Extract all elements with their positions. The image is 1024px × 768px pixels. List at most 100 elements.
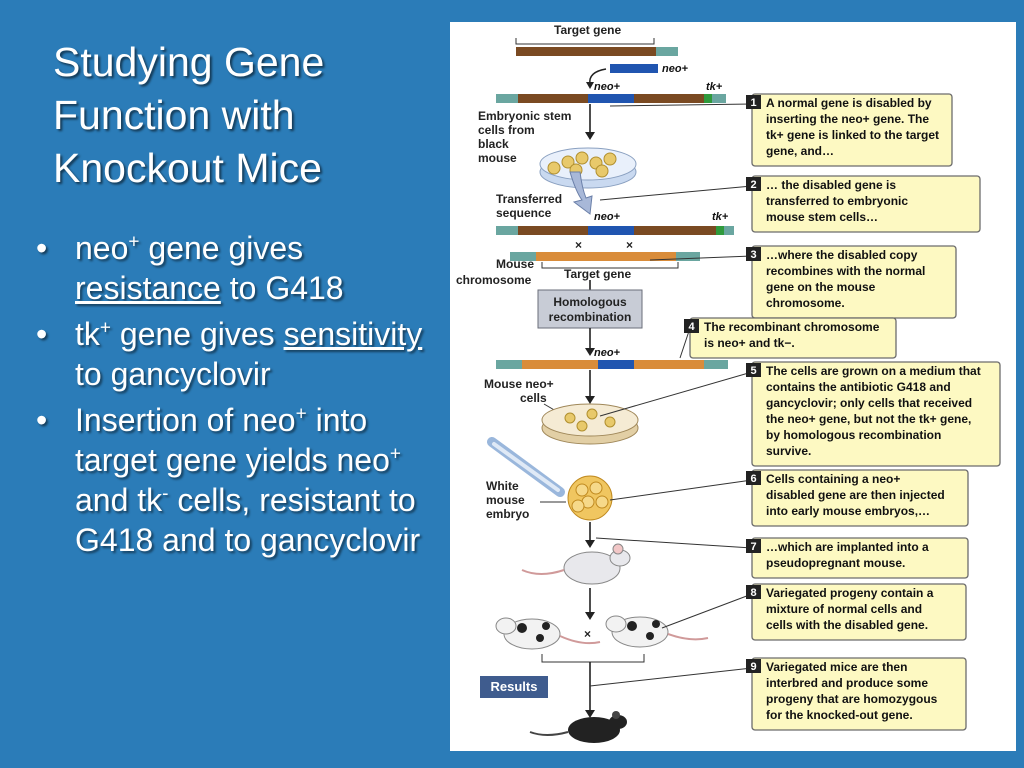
step-text-line: cells with the disabled gene. [766,618,928,632]
step-number: 5 [750,365,756,377]
step-number: 9 [750,661,756,673]
svg-text:Mouse: Mouse [496,257,534,271]
step-text-line: disabled gene are then injected [766,488,945,502]
svg-text:neo+: neo+ [594,347,621,359]
step-text-line: gene on the mouse [766,280,876,294]
bullet-list: •neo+ gene gives resistance to G418 •tk+… [28,228,438,566]
step-number: 7 [750,541,756,553]
svg-text:×: × [575,238,582,252]
step-number: 3 [750,249,756,261]
step-number: 4 [688,321,695,333]
svg-text:mouse: mouse [478,151,517,165]
step-text-line: mouse stem cells… [766,210,878,224]
step-text-line: mixture of normal cells and [766,602,922,616]
bullet-tk: •tk+ gene gives sensitivity to gancyclov… [36,316,423,392]
svg-text:embryo: embryo [486,507,529,521]
svg-text:recombination: recombination [549,310,632,324]
step-text-line: by homologous recombination [766,428,941,442]
svg-text:cells: cells [520,391,547,405]
step-text-line: gene, and… [766,144,834,158]
svg-text:black: black [478,137,509,151]
homologous-recombination-box [537,289,643,329]
chromosome-top [516,47,656,56]
petri-dish-1 [539,147,637,189]
svg-text:sequence: sequence [496,206,552,220]
step-text-line: …where the disabled copy [766,248,918,262]
step-number: 2 [750,179,756,191]
step-5-callout: 5 The cells are grown on a medium that con… [599,361,1001,467]
step-text-line: into early mouse embryos,… [766,504,930,518]
underlined-resistance: resistance [75,270,221,306]
step-text-line: chromosome. [766,296,845,310]
step-text-line: Cells containing a neo+ [766,472,900,486]
step-text-line: recombines with the normal [766,264,925,278]
svg-text:tk+: tk+ [706,81,723,93]
svg-text:tk+: tk+ [712,211,729,223]
svg-text:×: × [626,238,633,252]
recombinant-chromosome [496,360,522,369]
step-text-line: transferred to embryonic [766,194,908,208]
step-4-callout: 4 The recombinant chromosome is neo+ and t… [679,317,897,359]
svg-text:neo+: neo+ [594,211,621,223]
petri-dish-2 [541,403,639,445]
bracket-top [515,38,655,45]
underlined-sensitivity: sensitivity [283,316,423,352]
neo-insert [610,64,658,73]
step-8-callout: 8 Variegated progeny contain a mixture of … [661,583,967,641]
step-text-line: The cells are grown on a medium that [766,364,981,378]
step-text-line: the neo+ gene, but not the tk+ gene, [766,412,971,426]
slide-title: Studying Gene Function with Knockout Mic… [53,39,325,191]
svg-text:×: × [584,627,591,641]
svg-text:Embryonic stem: Embryonic stem [478,109,571,123]
step-text-line: Variegated progeny contain a [766,586,934,600]
transferred-sequence [496,226,518,235]
embryo-icon [567,475,613,521]
step-2-callout: 2 … the disabled gene is transferred to em… [599,175,981,233]
step-text-line: for the knocked-out gene. [766,708,913,722]
results-box [480,676,548,698]
step-6-callout: 6 Cells containing a neo+ disabled gene ar… [609,469,969,527]
step-text-line: …which are implanted into a [766,540,929,554]
label-target-gene-top: Target gene [554,23,621,37]
black-mouse-icon [529,711,627,743]
variegated-mouse-left-icon [495,617,601,650]
step-text-line: gancyclovir; only cells that received [766,396,972,410]
step-text-line: contains the antibiotic G418 and [766,380,951,394]
bullet-insertion: •Insertion of neo+ into target gene yiel… [36,402,421,558]
step-7-callout: 7 …which are implanted into a pseudopregna… [595,537,969,579]
step-text-line: progeny that are homozygous [766,692,938,706]
step-text-line: Variegated mice are then [766,660,907,674]
knockout-diagram: Target gene neo+ neo+ tk+ Embryonic stem… [450,22,1016,751]
step-3-callout: 3 …where the disabled copy recombines with… [649,245,957,319]
step-number: 8 [750,587,756,599]
svg-text:Target gene: Target gene [564,267,631,281]
bullet-insertion-text: Insertion of neo+ into target gene yield… [75,402,421,558]
svg-text:mouse: mouse [486,493,525,507]
step-number: 1 [750,97,756,109]
svg-text:cells from: cells from [478,123,535,137]
svg-text:neo+: neo+ [662,63,689,75]
vector-1 [496,94,518,103]
step-text-line: The recombinant chromosome [704,320,880,334]
white-mouse-icon [521,543,631,585]
variegated-mouse-right-icon [605,615,709,648]
bullet-neo: •neo+ gene gives resistance to G418 [36,230,344,306]
svg-text:Mouse neo+: Mouse neo+ [484,377,554,391]
step-number: 6 [750,473,756,485]
step-text-line: is neo+ and tk−. [704,336,795,350]
step-text-line: … the disabled gene is [766,178,896,192]
svg-text:Transferred: Transferred [496,192,562,206]
step-text-line: survive. [766,444,811,458]
svg-text:White: White [486,479,519,493]
svg-text:Results: Results [491,679,538,694]
svg-text:chromosome: chromosome [456,273,532,287]
svg-text:neo+: neo+ [594,81,621,93]
mouse-chromosome [510,252,536,261]
step-text-line: pseudopregnant mouse. [766,556,905,570]
step-text-line: A normal gene is disabled by [766,96,932,110]
transfer-arrow [569,171,593,215]
step-text-line: tk+ gene is linked to the target [766,128,939,142]
